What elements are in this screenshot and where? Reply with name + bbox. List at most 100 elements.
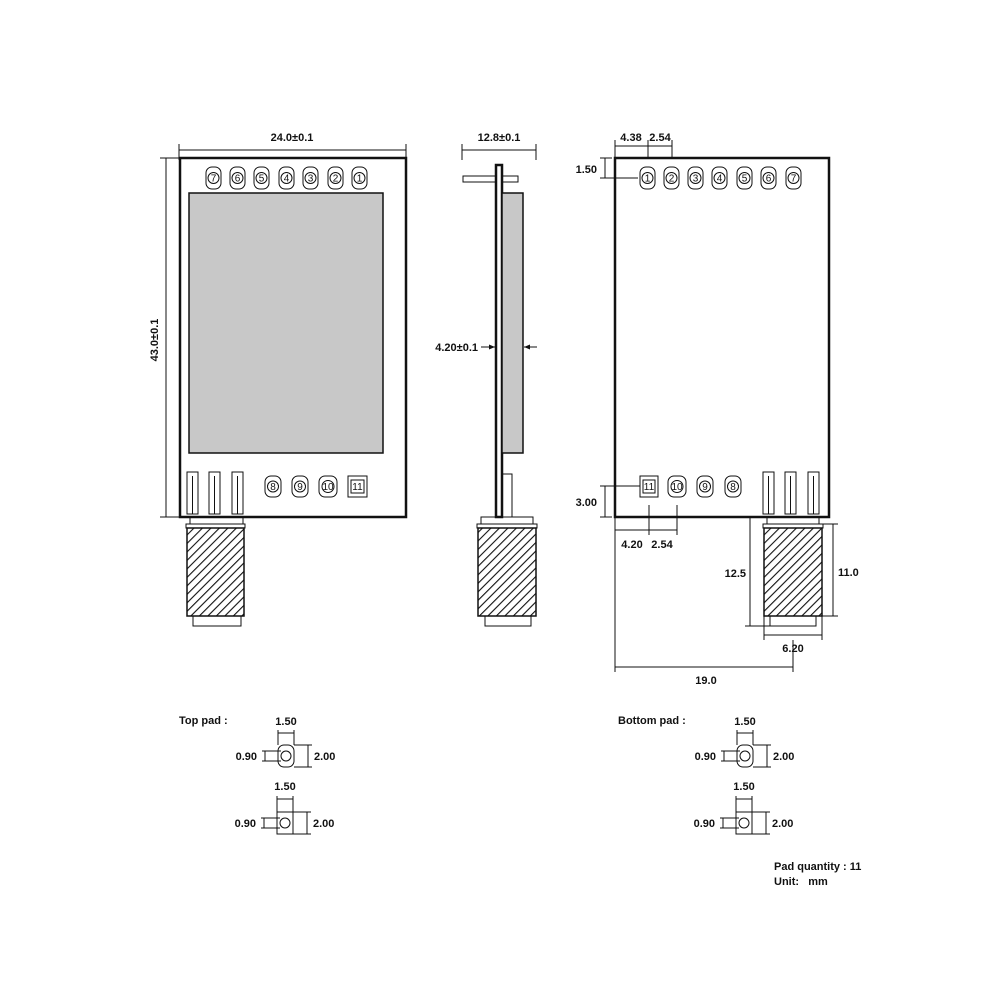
pin-number: 5: [742, 174, 748, 185]
side-shield-dimension: 4.20±0.1: [435, 342, 537, 354]
pin-pad: 8: [724, 475, 742, 498]
pin-number: 8: [730, 482, 736, 493]
pad-hole-label: 0.90: [694, 818, 715, 830]
side-antenna-connector: [476, 516, 538, 627]
back-bottom-margin-dimension: 3.00: [576, 485, 640, 518]
side-shield: [501, 192, 524, 454]
side-thickness-label: 12.8±0.1: [478, 132, 521, 144]
notes: Pad quantity : 11 Unit: mm: [774, 861, 861, 888]
pin-number: 11: [352, 482, 363, 493]
pad-height-label: 2.00: [313, 818, 334, 830]
pin-pad: 5: [736, 166, 753, 190]
bottom-pad-round: 1.50 0.90 2.00: [695, 716, 794, 768]
back-antenna-connector: [762, 516, 824, 627]
unit-note: Unit: mm: [774, 876, 828, 888]
connector-thread: [477, 527, 537, 617]
front-width-label: 24.0±0.1: [271, 132, 314, 144]
pin-number: 5: [259, 174, 265, 185]
front-width-dimension: 24.0±0.1: [178, 132, 407, 160]
pin-pad: 5: [253, 166, 270, 190]
front-shield: [188, 192, 384, 454]
connector-body-label: 11.0: [838, 567, 859, 579]
pad-hole-label: 0.90: [236, 751, 257, 763]
connector-position-dimension: 19.0: [614, 517, 794, 687]
pad-quantity-note: Pad quantity : 11: [774, 861, 861, 873]
front-height-dimension: 43.0±0.1: [149, 157, 180, 518]
pin-number: 8: [270, 482, 276, 493]
pin-number: 7: [211, 174, 217, 185]
side-thickness-dimension: 12.8±0.1: [461, 132, 537, 160]
bottom-pad-detail: Bottom pad : 1.50 0.90 2.00 1.50: [618, 715, 794, 835]
pad-width-label: 1.50: [734, 716, 755, 728]
pin-number: 3: [308, 174, 314, 185]
bottom-pad-square: 1.50 0.90 2.00: [694, 781, 793, 835]
top-pad-detail: Top pad : 1.50 0.90 2.00 1.50: [179, 715, 335, 835]
side-pcb: [494, 163, 504, 519]
pin-pad: 10: [318, 475, 338, 498]
back-board-outline: [613, 156, 831, 519]
pad-width-label: 1.50: [275, 716, 296, 728]
pad-width-label: 1.50: [733, 781, 754, 793]
pin-pad: 7: [205, 166, 222, 190]
top-pad-label: Top pad :: [179, 715, 228, 727]
connector-length-label: 12.5: [725, 568, 746, 580]
pin-pad: 2: [663, 166, 680, 190]
pin-number: 9: [702, 482, 708, 493]
pin-pad: 3: [302, 166, 319, 190]
back-bottom-margin-label: 3.00: [576, 497, 597, 509]
pad-hole-label: 0.90: [695, 751, 716, 763]
back-top-offset-label: 4.38: [620, 132, 641, 144]
front-antenna-connector: [185, 516, 246, 627]
side-shield-label: 4.20±0.1: [435, 342, 478, 354]
front-height-label: 43.0±0.1: [149, 319, 161, 362]
top-pad-square: 1.50 0.90 2.00: [235, 781, 334, 835]
top-pad-round: 1.50 0.90 2.00: [236, 716, 335, 768]
pad-height-label: 2.00: [773, 751, 794, 763]
pin-number: 7: [791, 174, 797, 185]
pin-number: 4: [717, 174, 723, 185]
pin-pad: 2: [327, 166, 344, 190]
back-top-offset-dimension: 4.38 2.54: [614, 132, 673, 158]
back-bottom-pins: 11 10 9 8: [639, 475, 742, 498]
connector-length-dimension: 12.5: [725, 516, 772, 627]
pin-number: 4: [284, 174, 290, 185]
pin-pad: 4: [711, 166, 728, 190]
pin-number: 10: [322, 482, 334, 493]
side-view: 12.8±0.1 4.20±0.1: [435, 132, 538, 627]
pad-width-label: 1.50: [274, 781, 295, 793]
pin-number: 2: [333, 174, 339, 185]
back-bottom-offset-label: 4.20: [621, 539, 642, 551]
back-top-pins: 1 2 3 4 5 6 7: [639, 166, 802, 190]
pin-number: 11: [644, 482, 655, 493]
pin-pad: 6: [229, 166, 246, 190]
back-top-margin-dimension: 1.50: [576, 157, 638, 179]
back-connector-legs: [762, 471, 820, 515]
front-top-pins: 7 6 5 4 3 2 1: [205, 166, 368, 190]
pin-number: 3: [693, 174, 699, 185]
front-bottom-pins: 8 9 10 11: [264, 475, 368, 498]
back-view: 4.38 2.54 1.50 1 2 3 4 5 6 7 11 10 9 8: [576, 132, 859, 687]
pin-pad: 1: [639, 166, 656, 190]
connector-position-label: 19.0: [695, 675, 716, 687]
pin-number: 1: [645, 174, 651, 185]
pin-number: 6: [235, 174, 241, 185]
pin-pad: 11: [347, 475, 368, 498]
pin-pad: 9: [291, 475, 309, 498]
pad-hole-label: 0.90: [235, 818, 256, 830]
pin-pad: 11: [639, 475, 659, 498]
front-view: 24.0±0.1 43.0±0.1 7 6 5 4 3 2 1: [149, 132, 408, 627]
pin-number: 6: [766, 174, 772, 185]
pin-pad: 10: [667, 475, 687, 498]
back-top-margin-label: 1.50: [576, 164, 597, 176]
pin-number: 1: [357, 174, 363, 185]
pin-pad: 7: [785, 166, 802, 190]
pin-number: 9: [297, 482, 303, 493]
pad-height-label: 2.00: [314, 751, 335, 763]
back-top-pitch-label: 2.54: [649, 132, 671, 144]
connector-thread: [763, 527, 823, 617]
pin-pad: 4: [278, 166, 295, 190]
pin-pad: 9: [696, 475, 714, 498]
back-bottom-pitch-label: 2.54: [651, 539, 673, 551]
pin-pad: 1: [351, 166, 368, 190]
